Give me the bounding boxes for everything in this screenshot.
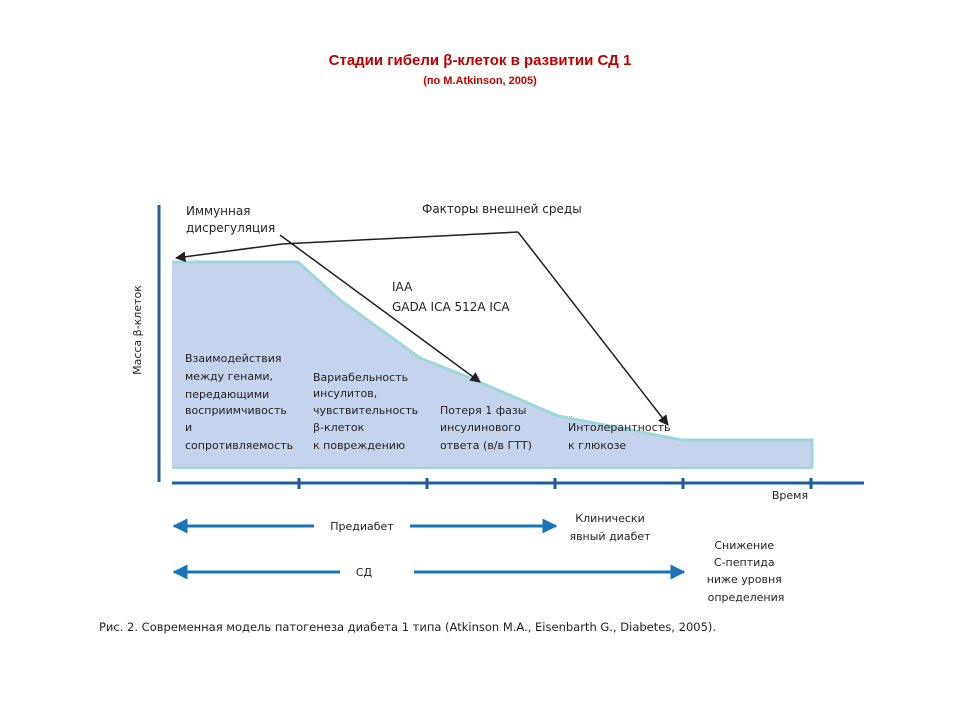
stage4-text: Интолерантность к глюкозе — [568, 421, 674, 452]
environment-arrow-to-start — [174, 231, 519, 262]
immune-arrow-to-iaa — [279, 234, 481, 383]
stage2-text: Вариабельность инсулитов, чувствительнос… — [313, 371, 422, 452]
stage1-text: Взаимодействия между генами, передающими… — [185, 352, 293, 452]
prediabetes-label: Предиабет — [330, 520, 394, 533]
stage3-text: Потеря 1 фазы инсулинового ответа (в/в Г… — [440, 404, 532, 452]
immune-dysregulation-label-line2: дисрегуляция — [186, 221, 275, 235]
diabetes-label: СД — [356, 566, 373, 579]
environment-arrow-to-intolerance — [517, 231, 669, 426]
c-peptide-text: Снижение С-пептида ниже уровня определен… — [707, 539, 786, 604]
page-title: Стадии гибели β-клеток в развитии СД 1 — [328, 52, 632, 69]
clinical-diabetes-label-line2: явный диабет — [569, 530, 651, 543]
immune-dysregulation-label-line1: Иммунная — [186, 204, 250, 218]
iaa-label: IAA — [392, 280, 413, 294]
page-subtitle: (по M.Atkinson, 2005) — [423, 75, 537, 87]
y-axis-label: Масса β-клеток — [131, 285, 144, 375]
gada-ica-label: GADA ICA 512A ICA — [392, 300, 510, 314]
clinical-diabetes-label-line1: Клинически — [575, 512, 644, 525]
x-axis-label: Время — [772, 489, 808, 502]
environment-factors-label: Факторы внешней среды — [422, 202, 582, 216]
figure-caption: Рис. 2. Современная модель патогенеза ди… — [99, 620, 716, 634]
beta-cell-mass-area — [172, 262, 812, 468]
